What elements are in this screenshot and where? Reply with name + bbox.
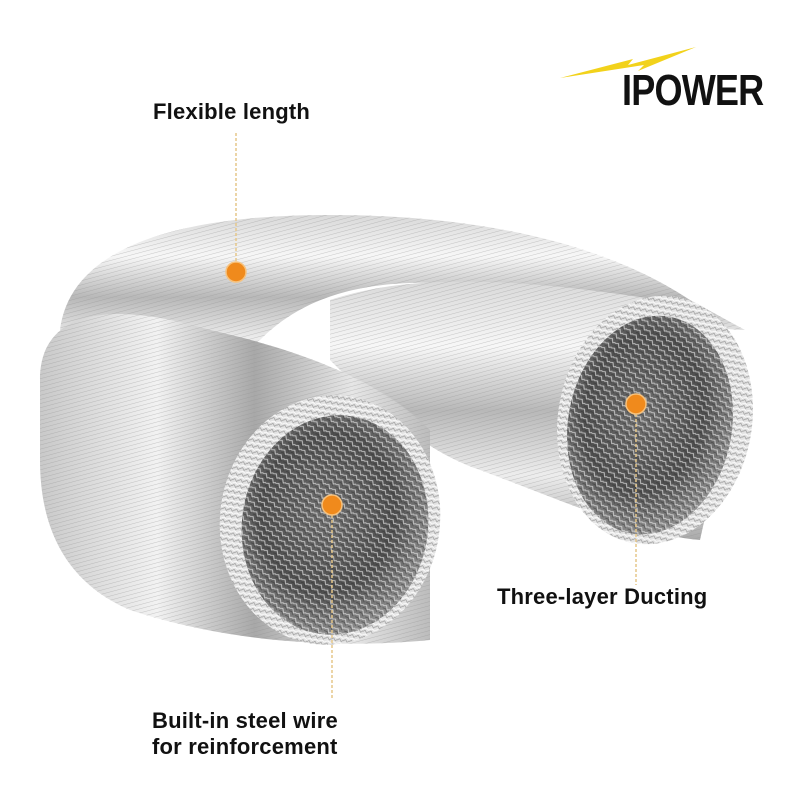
marker-dot-flexible-length bbox=[225, 261, 247, 283]
label-steel-wire-line-2: for reinforcement bbox=[152, 734, 338, 759]
ipower-logo: IPOWER bbox=[558, 45, 768, 125]
label-steel-wire: Built-in steel wire for reinforcement bbox=[152, 708, 338, 760]
label-three-layer-ducting: Three-layer Ducting bbox=[497, 584, 708, 609]
marker-dot-steel-wire bbox=[321, 494, 343, 516]
label-flexible-length: Flexible length bbox=[153, 99, 311, 124]
label-steel-wire-line-1: Built-in steel wire bbox=[152, 708, 338, 733]
logo-text: IPOWER bbox=[622, 66, 764, 115]
lightning-bolt-icon bbox=[560, 47, 696, 78]
marker-dot-three-layer bbox=[625, 393, 647, 415]
